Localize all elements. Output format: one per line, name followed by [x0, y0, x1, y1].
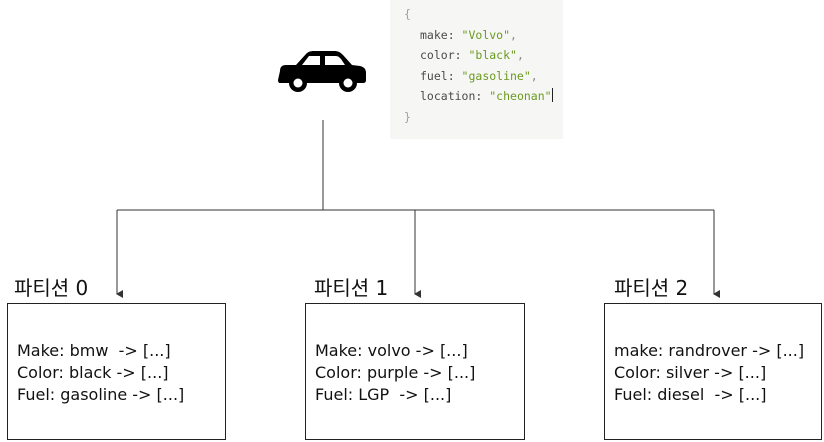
car-icon — [278, 51, 366, 92]
partition-entry-fuel: Fuel: LGP -> [...] — [315, 385, 452, 404]
partition-0-box: Make: bmw -> [...] Color: black -> [...]… — [7, 303, 226, 440]
partition-entry-make: Make: volvo -> [...] — [315, 341, 468, 360]
partition-entry-fuel: Fuel: gasoline -> [...] — [17, 385, 185, 404]
field-sep: , — [516, 48, 524, 62]
partition-entry-make: Make: bmw -> [...] — [17, 341, 171, 360]
field-sep: , — [510, 27, 517, 42]
partition-entry-color: Color: black -> [...] — [17, 363, 169, 382]
field-value: "cheonan" — [489, 89, 552, 103]
partition-entry-make: make: randrover -> [...] — [614, 341, 805, 360]
partition-2-label: 파티션 2 — [614, 276, 689, 300]
field-key: location: — [420, 89, 490, 103]
partition-1-label: 파티션 1 — [314, 276, 389, 300]
field-fuel: fuel: "gasoline", — [390, 66, 563, 87]
field-color: color: "black", — [390, 45, 563, 66]
field-value: "gasoline" — [461, 68, 531, 83]
field-sep: , — [530, 68, 538, 83]
partition-1-box: Make: volvo -> [...] Color: purple -> [.… — [305, 303, 525, 440]
text-caret — [551, 88, 553, 102]
field-key: color: — [420, 48, 469, 62]
partition-0-label: 파티션 0 — [14, 276, 89, 300]
partition-entry-fuel: Fuel: diesel -> [...] — [614, 385, 767, 404]
field-value: "Volvo" — [461, 27, 511, 42]
field-make: make: "Volvo", — [390, 25, 563, 46]
partition-2-box: make: randrover -> [...] Color: silver -… — [604, 303, 822, 440]
close-brace: } — [404, 109, 411, 124]
field-key: fuel: — [420, 68, 462, 83]
field-key: make: — [420, 27, 462, 42]
partition-entry-color: Color: silver -> [...] — [614, 363, 767, 382]
open-brace: { — [404, 7, 411, 21]
record-code-snippet: { make: "Volvo", color: "black", fuel: "… — [390, 0, 563, 139]
field-value: "black" — [468, 48, 517, 62]
field-location: location: "cheonan" — [390, 86, 563, 107]
partition-entry-color: Color: purple -> [...] — [315, 363, 476, 382]
